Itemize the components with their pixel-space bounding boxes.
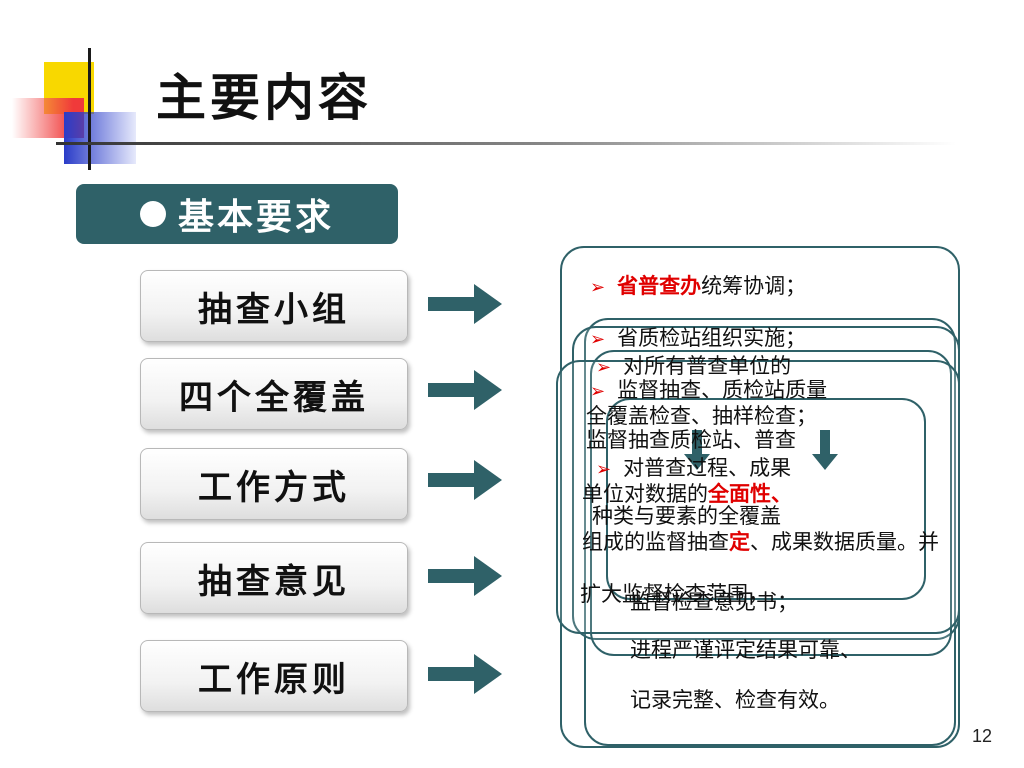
- bullet-arrow-icon: ➢: [590, 329, 606, 350]
- bullet-arrow-icon: ➢: [590, 381, 606, 402]
- page-number: 12: [971, 726, 992, 746]
- line-text: 对普查过程、成果: [623, 456, 792, 480]
- highlight-office: 省普查办: [617, 274, 702, 298]
- bullet-dot-icon: [139, 201, 166, 227]
- right-arrow-icon: [428, 460, 502, 500]
- panel-line-implementation: ➢ 省质检站组织实施；: [590, 322, 806, 352]
- line-text: 省质检站组织实施；: [617, 326, 807, 350]
- line-text: 监督抽查、质检站质量: [617, 378, 828, 402]
- decor-vertical-line: [88, 48, 91, 170]
- content-card-opinion: [584, 318, 956, 746]
- line-text: 对所有普查单位的: [623, 354, 792, 378]
- down-arrow-icon: [684, 430, 710, 470]
- panel-line-records: 记录完整、检查有效。: [630, 688, 840, 712]
- bullet-arrow-icon: ➢: [596, 459, 612, 480]
- panel-line-all-units: ➢ 对所有普查单位的: [596, 350, 791, 380]
- panel-line-composition: 组成的监督抽查定、成果数据质量。并: [582, 526, 939, 556]
- bullet-arrow-icon: ➢: [590, 277, 606, 298]
- section-header-label: 基本要求: [177, 197, 334, 238]
- panel-line-opinion-letter: 监督检查意见书；: [630, 590, 798, 614]
- right-arrow-icon: [428, 284, 502, 324]
- panel-line-station: 监督抽查质检站、普查: [586, 428, 796, 452]
- line-text: 、成果数据质量。并: [750, 530, 939, 554]
- decor-blue-square: [64, 112, 136, 164]
- tab-work-method[interactable]: 工作方式: [140, 448, 408, 520]
- content-card-inner: [606, 398, 926, 600]
- line-text: 组成的监督抽查: [582, 530, 729, 554]
- panel-line-coordination: ➢ 省普查办统筹协调；: [590, 270, 806, 300]
- right-arrow-icon: [428, 654, 502, 694]
- panel-line-elements: 种类与要素的全覆盖: [592, 504, 781, 528]
- content-card-method: [572, 326, 960, 640]
- highlight-completeness: 全面性、: [708, 482, 792, 506]
- down-arrow-icon: [812, 430, 838, 470]
- bullet-arrow-icon: ➢: [596, 357, 612, 378]
- panel-line-completeness: 单位对数据的全面性、: [582, 478, 792, 508]
- line-text: 单位对数据的: [582, 482, 708, 506]
- content-card-coverage: [590, 350, 952, 656]
- panel-line-full-coverage: 全覆盖检查、抽样检查；: [586, 404, 817, 428]
- title-underline: [56, 142, 956, 145]
- tab-inspection-group[interactable]: 抽查小组: [140, 270, 408, 342]
- highlight-determination: 定: [729, 530, 750, 554]
- tab-work-principle[interactable]: 工作原则: [140, 640, 408, 712]
- content-card-principle: [560, 246, 960, 748]
- panel-line-rigor: 进程严谨评定结果可靠、: [630, 638, 861, 662]
- tab-inspection-opinion[interactable]: 抽查意见: [140, 542, 408, 614]
- tab-four-full-coverage[interactable]: 四个全覆盖: [140, 358, 408, 430]
- right-arrow-icon: [428, 556, 502, 596]
- right-arrow-icon: [428, 370, 502, 410]
- panel-line-process: ➢ 对普查过程、成果: [596, 452, 791, 482]
- page-title: 主要内容: [156, 69, 372, 127]
- panel-line-quality: ➢ 监督抽查、质检站质量: [590, 374, 827, 404]
- section-header: 基本要求: [76, 184, 398, 244]
- line-text: 统筹协调；: [701, 274, 807, 298]
- panel-line-scope: 扩大监督检查范围，: [580, 582, 769, 606]
